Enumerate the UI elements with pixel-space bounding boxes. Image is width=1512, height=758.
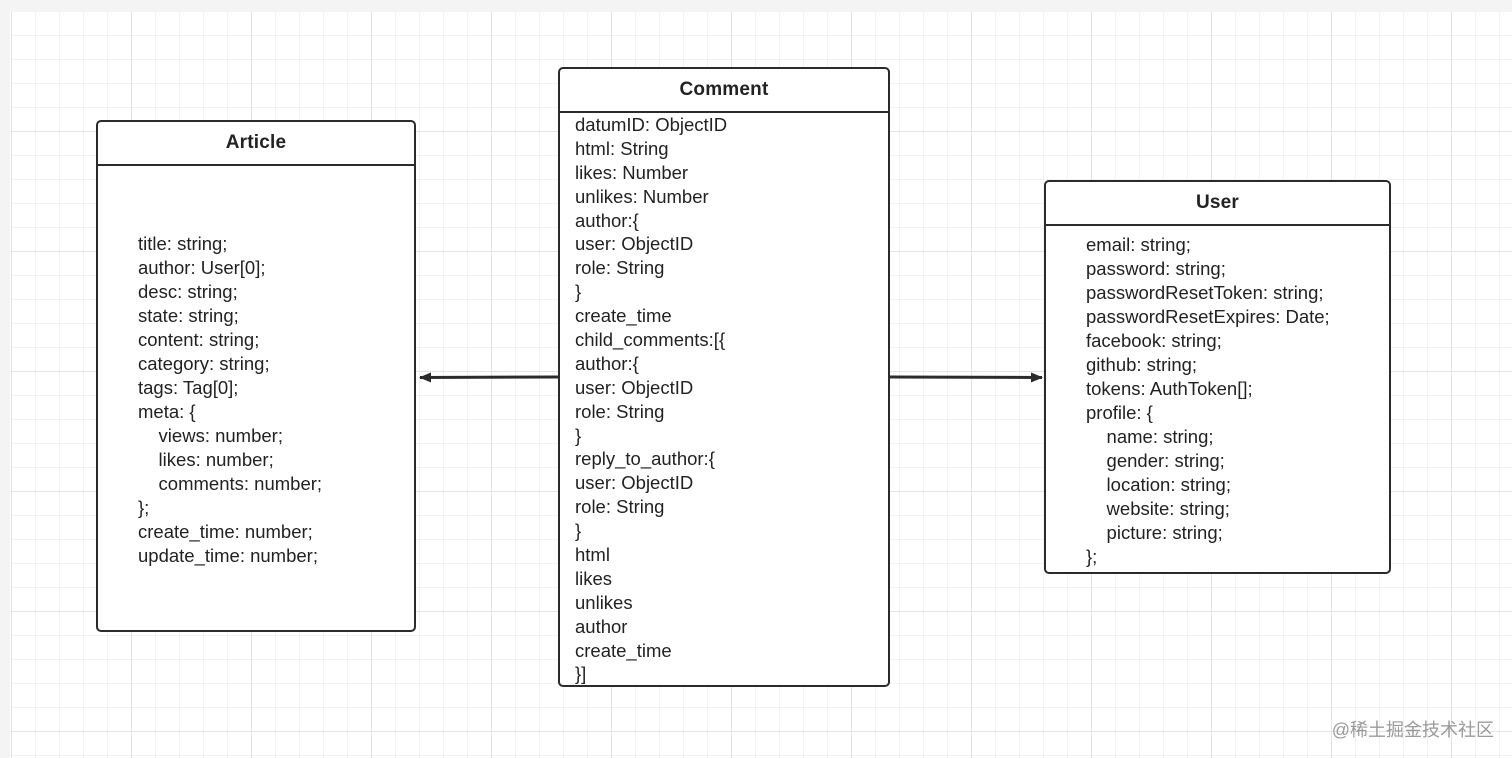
field-line: name: string;: [1086, 426, 1214, 447]
field-line: facebook: string;: [1086, 330, 1222, 351]
field-line: create_time: number;: [138, 521, 313, 542]
field-line: user: ObjectID: [575, 376, 694, 398]
field-line: html: [575, 544, 610, 566]
field-line: title: string;: [138, 233, 228, 254]
field-line: author: User[0];: [138, 257, 266, 278]
user-class-title: User: [1046, 182, 1389, 226]
field-line: passwordResetExpires: Date;: [1086, 306, 1330, 327]
field-line: tokens: AuthToken[];: [1086, 378, 1253, 399]
article-field-list: title: string; author: User[0]; desc: stri…: [98, 166, 414, 568]
field-line: passwordResetToken: string;: [1086, 282, 1324, 303]
field-line: tags: Tag[0];: [138, 377, 239, 398]
field-line: }: [575, 281, 582, 303]
field-line: child_comments:[{: [575, 329, 726, 351]
arrow-comment-to-user: [889, 372, 1043, 383]
field-line: role: String: [575, 400, 665, 422]
field-line: content: string;: [138, 329, 260, 350]
field-line: comments: number;: [138, 473, 323, 494]
field-line: html: String: [575, 137, 669, 159]
field-line: author:{: [575, 352, 639, 374]
field-line: role: String: [575, 496, 665, 518]
article-class-title: Article: [98, 122, 414, 166]
field-line: gender: string;: [1086, 450, 1225, 471]
field-line: password: string;: [1086, 258, 1226, 279]
field-line: author: [575, 615, 628, 637]
arrow-comment-to-article: [419, 372, 559, 383]
field-line: user: ObjectID: [575, 233, 694, 255]
field-line: desc: string;: [138, 281, 238, 302]
canvas-top-frame: [0, 0, 1512, 12]
field-line: unlikes: Number: [575, 185, 709, 207]
field-line: datumID: ObjectID: [575, 114, 728, 135]
field-line: likes: [575, 567, 613, 589]
field-line: create_time: [575, 639, 672, 661]
field-line: author:{: [575, 209, 639, 231]
field-line: location: string;: [1086, 474, 1231, 495]
comment-class-title: Comment: [560, 69, 888, 113]
field-line: }]: [575, 663, 587, 685]
field-line: website: string;: [1086, 498, 1230, 519]
field-line: github: string;: [1086, 354, 1198, 375]
field-line: };: [138, 497, 150, 518]
user-class-box[interactable]: User email: string; password: string; pass…: [1044, 180, 1391, 574]
field-line: likes: Number: [575, 161, 689, 183]
field-line: }: [575, 424, 582, 446]
field-line: unlikes: [575, 591, 633, 613]
field-line: meta: {: [138, 401, 196, 422]
field-line: profile: {: [1086, 402, 1153, 423]
field-line: category: string;: [138, 353, 270, 374]
field-line: likes: number;: [138, 449, 274, 470]
field-line: };: [1086, 546, 1098, 567]
field-line: role: String: [575, 257, 665, 279]
watermark-text: @稀土掘金技术社区: [1331, 720, 1494, 740]
field-line: state: string;: [138, 305, 239, 326]
field-line: }: [575, 520, 582, 542]
field-line: reply_to_author:{: [575, 448, 715, 470]
user-field-list: email: string; password: string; passwordR…: [1046, 226, 1389, 569]
field-line: picture: string;: [1086, 522, 1223, 543]
field-line: views: number;: [138, 425, 283, 446]
field-line: update_time: number;: [138, 545, 318, 566]
field-line: user: ObjectID: [575, 472, 694, 494]
article-class-box[interactable]: Article title: string; author: User[0]; de…: [96, 120, 416, 632]
canvas-left-frame: [0, 0, 10, 758]
field-line: email: string;: [1086, 234, 1191, 255]
field-line: create_time: [575, 305, 672, 327]
